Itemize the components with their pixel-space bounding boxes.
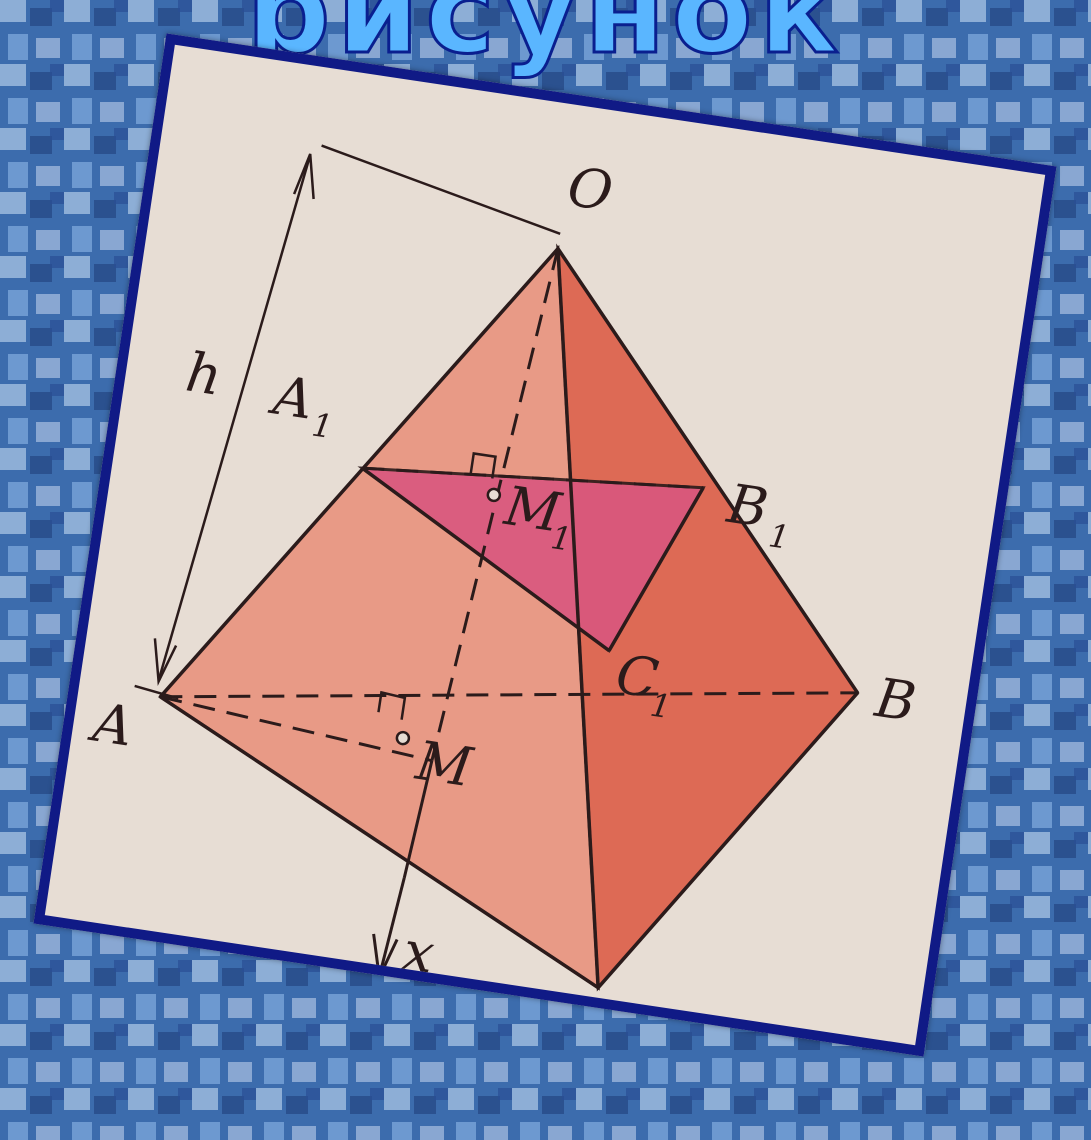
label-B1-sub: 1 [766, 516, 792, 557]
height-arrow [134, 144, 561, 700]
textbook-photo: O h A 1 B 1 M 1 C 1 B A M x C [33, 33, 1057, 1057]
label-A1-sub: 1 [309, 405, 335, 446]
label-x: x [399, 919, 438, 986]
label-B: B [871, 666, 921, 734]
label-h: h [182, 340, 226, 407]
hidden-edges [159, 248, 858, 763]
visible-edges [159, 247, 860, 990]
right-angle-marks [377, 452, 502, 746]
label-M1: M [500, 474, 567, 545]
label-A: A [84, 690, 137, 759]
label-O: O [564, 155, 617, 224]
label-A1: A [265, 363, 318, 432]
label-C1: C [612, 642, 662, 710]
label-B1: B [723, 472, 773, 540]
pyramid-diagram: O h A 1 B 1 M 1 C 1 B A M x C [84, 144, 921, 1045]
label-M: M [411, 729, 478, 800]
